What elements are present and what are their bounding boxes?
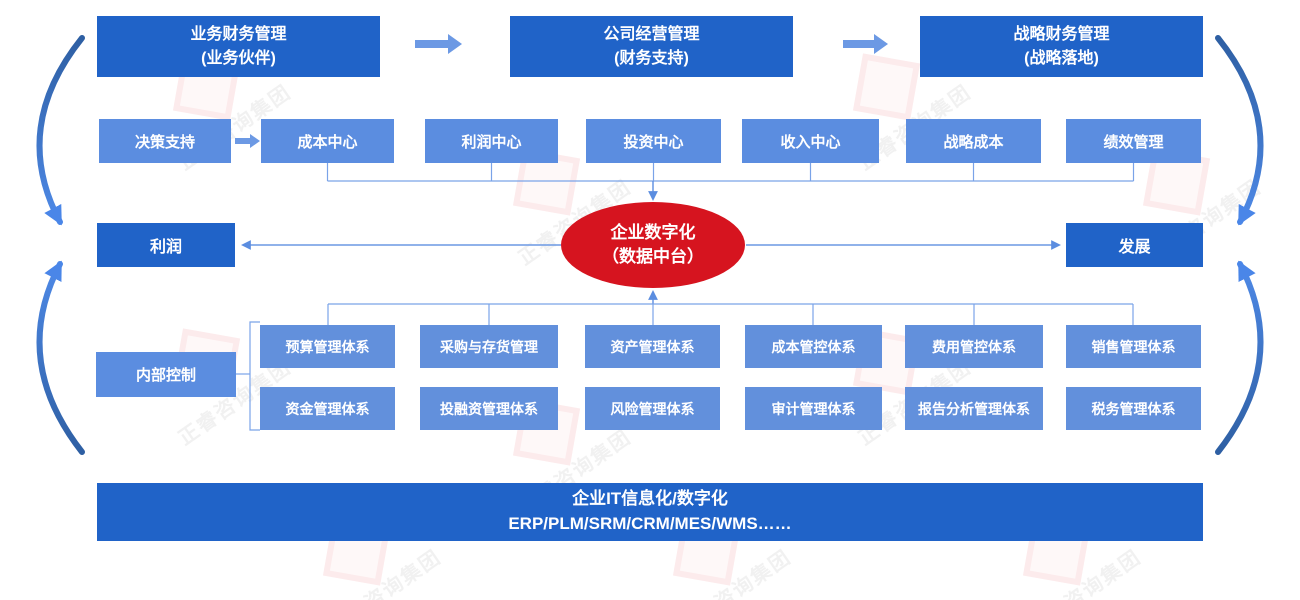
- top-box-strategic-finance: 战略财务管理 (战略落地): [920, 16, 1203, 77]
- row2-profit-center: 利润中心: [425, 119, 558, 163]
- row2-cost-center: 成本中心: [261, 119, 394, 163]
- row2-performance-mgmt: 绩效管理: [1066, 119, 1201, 163]
- system-treasury: 资金管理体系: [260, 387, 395, 430]
- right-arrow-icon: [235, 34, 888, 148]
- curved-arrow-right-top: [1215, 35, 1264, 226]
- system-sales: 销售管理体系: [1066, 325, 1201, 368]
- row2-revenue-center: 收入中心: [742, 119, 879, 163]
- row2-strategic-cost: 战略成本: [906, 119, 1041, 163]
- system-report-analysis: 报告分析管理体系: [905, 387, 1043, 430]
- system-asset: 资产管理体系: [585, 325, 720, 368]
- footer-it-digitalization-bar: 企业IT信息化/数字化 ERP/PLM/SRM/CRM/MES/WMS……: [97, 483, 1203, 541]
- system-cost-control: 成本管控体系: [745, 325, 882, 368]
- outcome-profit: 利润: [97, 223, 235, 267]
- system-audit: 审计管理体系: [745, 387, 882, 430]
- row2-decision-support: 决策支持: [99, 119, 231, 163]
- internal-control-box: 内部控制: [96, 352, 236, 397]
- curved-arrow-left-bottom: [36, 260, 85, 455]
- system-budget: 预算管理体系: [260, 325, 395, 368]
- row2-investment-center: 投资中心: [586, 119, 721, 163]
- system-expense-control: 费用管控体系: [905, 325, 1043, 368]
- top-box-company-operation: 公司经营管理 (财务支持): [510, 16, 793, 77]
- curved-arrow-left-top: [36, 35, 85, 226]
- outcome-development: 发展: [1066, 223, 1203, 267]
- system-tax: 税务管理体系: [1066, 387, 1201, 430]
- curved-arrow-right-bottom: [1215, 260, 1264, 455]
- top-box-business-finance: 业务财务管理 (业务伙伴): [97, 16, 380, 77]
- system-risk: 风险管理体系: [585, 387, 720, 430]
- system-investment-financing: 投融资管理体系: [420, 387, 558, 430]
- system-procurement-inventory: 采购与存货管理: [420, 325, 558, 368]
- hub-enterprise-digitalization: 企业数字化 （数据中台）: [561, 202, 745, 288]
